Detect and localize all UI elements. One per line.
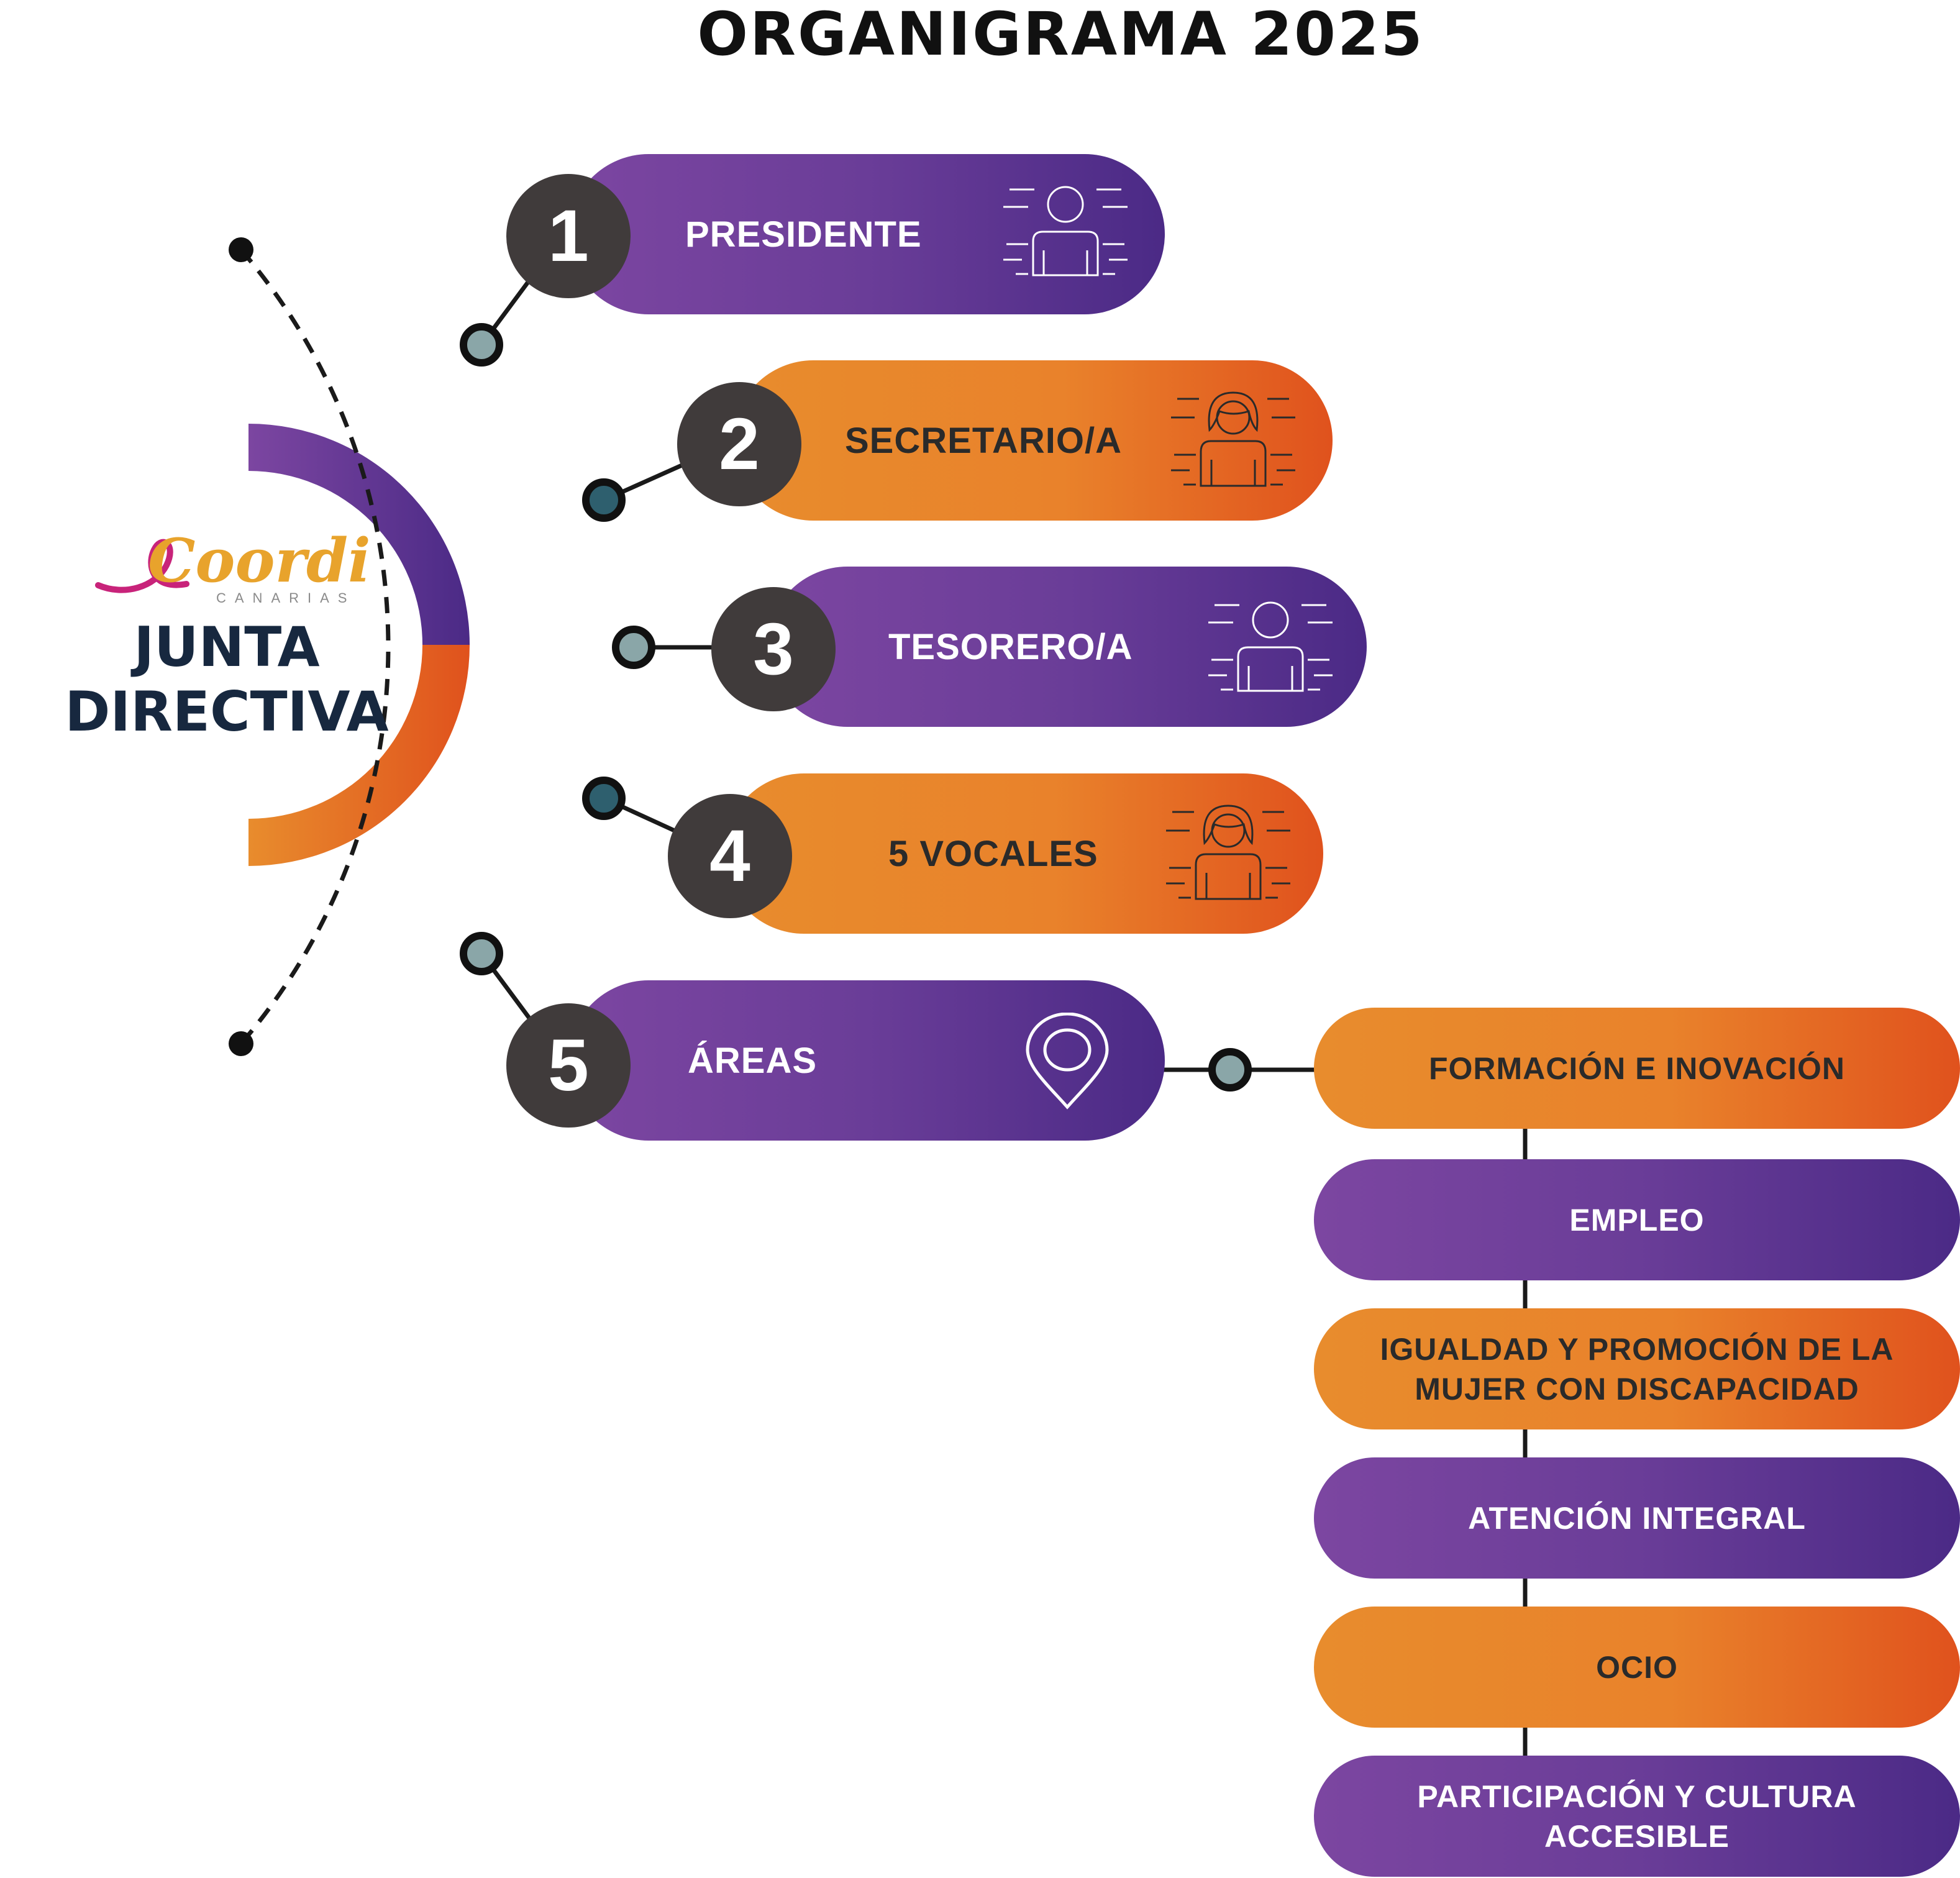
role-pill-areas: ÁREAS [568, 980, 1165, 1141]
role-pill-tesorero: TESORERO/A [767, 567, 1367, 727]
role-label: 5 VOCALES [888, 833, 1098, 874]
area-label: FORMACIÓN E INOVACIÓN [1428, 1051, 1846, 1086]
area-label: ATENCIÓN INTEGRAL [1468, 1500, 1806, 1536]
area-pill-atencion: ATENCIÓN INTEGRAL [1314, 1457, 1960, 1579]
area-label: IGUALDAD Y PROMOCIÓN DE LA MUJER CON DIS… [1380, 1331, 1894, 1406]
role-number-3: 3 [711, 587, 836, 711]
area-label: EMPLEO [1569, 1202, 1705, 1238]
role-pill-vocales: 5 VOCALES [724, 773, 1323, 934]
page-title: ORGANIGRAMA 2025 [697, 0, 1424, 69]
person-icon [1003, 186, 1128, 276]
junta-heading: JUNTA DIRECTIVA [65, 615, 389, 744]
half-ring [248, 424, 470, 866]
arc-end-dot-top [229, 237, 253, 262]
woman-icon [1166, 805, 1290, 900]
logo-swash [95, 539, 189, 593]
role-pill-presidente: PRESIDENTE [568, 154, 1165, 314]
area-pill-participacion: PARTICIPACIÓN Y CULTURA ACCESIBLE [1314, 1756, 1960, 1877]
role-pill-secretario: SECRETARIO/A [733, 360, 1333, 521]
role-number-1: 1 [506, 174, 631, 298]
role-label: PRESIDENTE [685, 214, 922, 255]
logo-subtitle: CANARIAS [216, 590, 356, 606]
role-number-4: 4 [668, 794, 792, 918]
role-label: SECRETARIO/A [845, 420, 1122, 461]
role-label: ÁREAS [688, 1040, 818, 1081]
role-label: TESORERO/A [888, 626, 1133, 667]
area-label: PARTICIPACIÓN Y CULTURA ACCESIBLE [1417, 1779, 1857, 1854]
area-label: OCIO [1596, 1649, 1678, 1685]
location-pin-icon [1026, 1013, 1109, 1110]
woman-icon [1171, 391, 1295, 487]
role-number-2: 2 [677, 382, 801, 506]
arc-end-dot-bottom [229, 1031, 253, 1056]
logo-wordmark: Coordi [148, 526, 371, 596]
area-pill-formacion: FORMACIÓN E INOVACIÓN [1314, 1008, 1960, 1129]
area-pill-igualdad: IGUALDAD Y PROMOCIÓN DE LA MUJER CON DIS… [1314, 1308, 1960, 1429]
area-pill-ocio: OCIO [1314, 1607, 1960, 1728]
arc-nodes [460, 323, 1252, 1092]
person-icon [1208, 601, 1333, 692]
role-number-5: 5 [506, 1003, 631, 1128]
area-pill-empleo: EMPLEO [1314, 1159, 1960, 1280]
